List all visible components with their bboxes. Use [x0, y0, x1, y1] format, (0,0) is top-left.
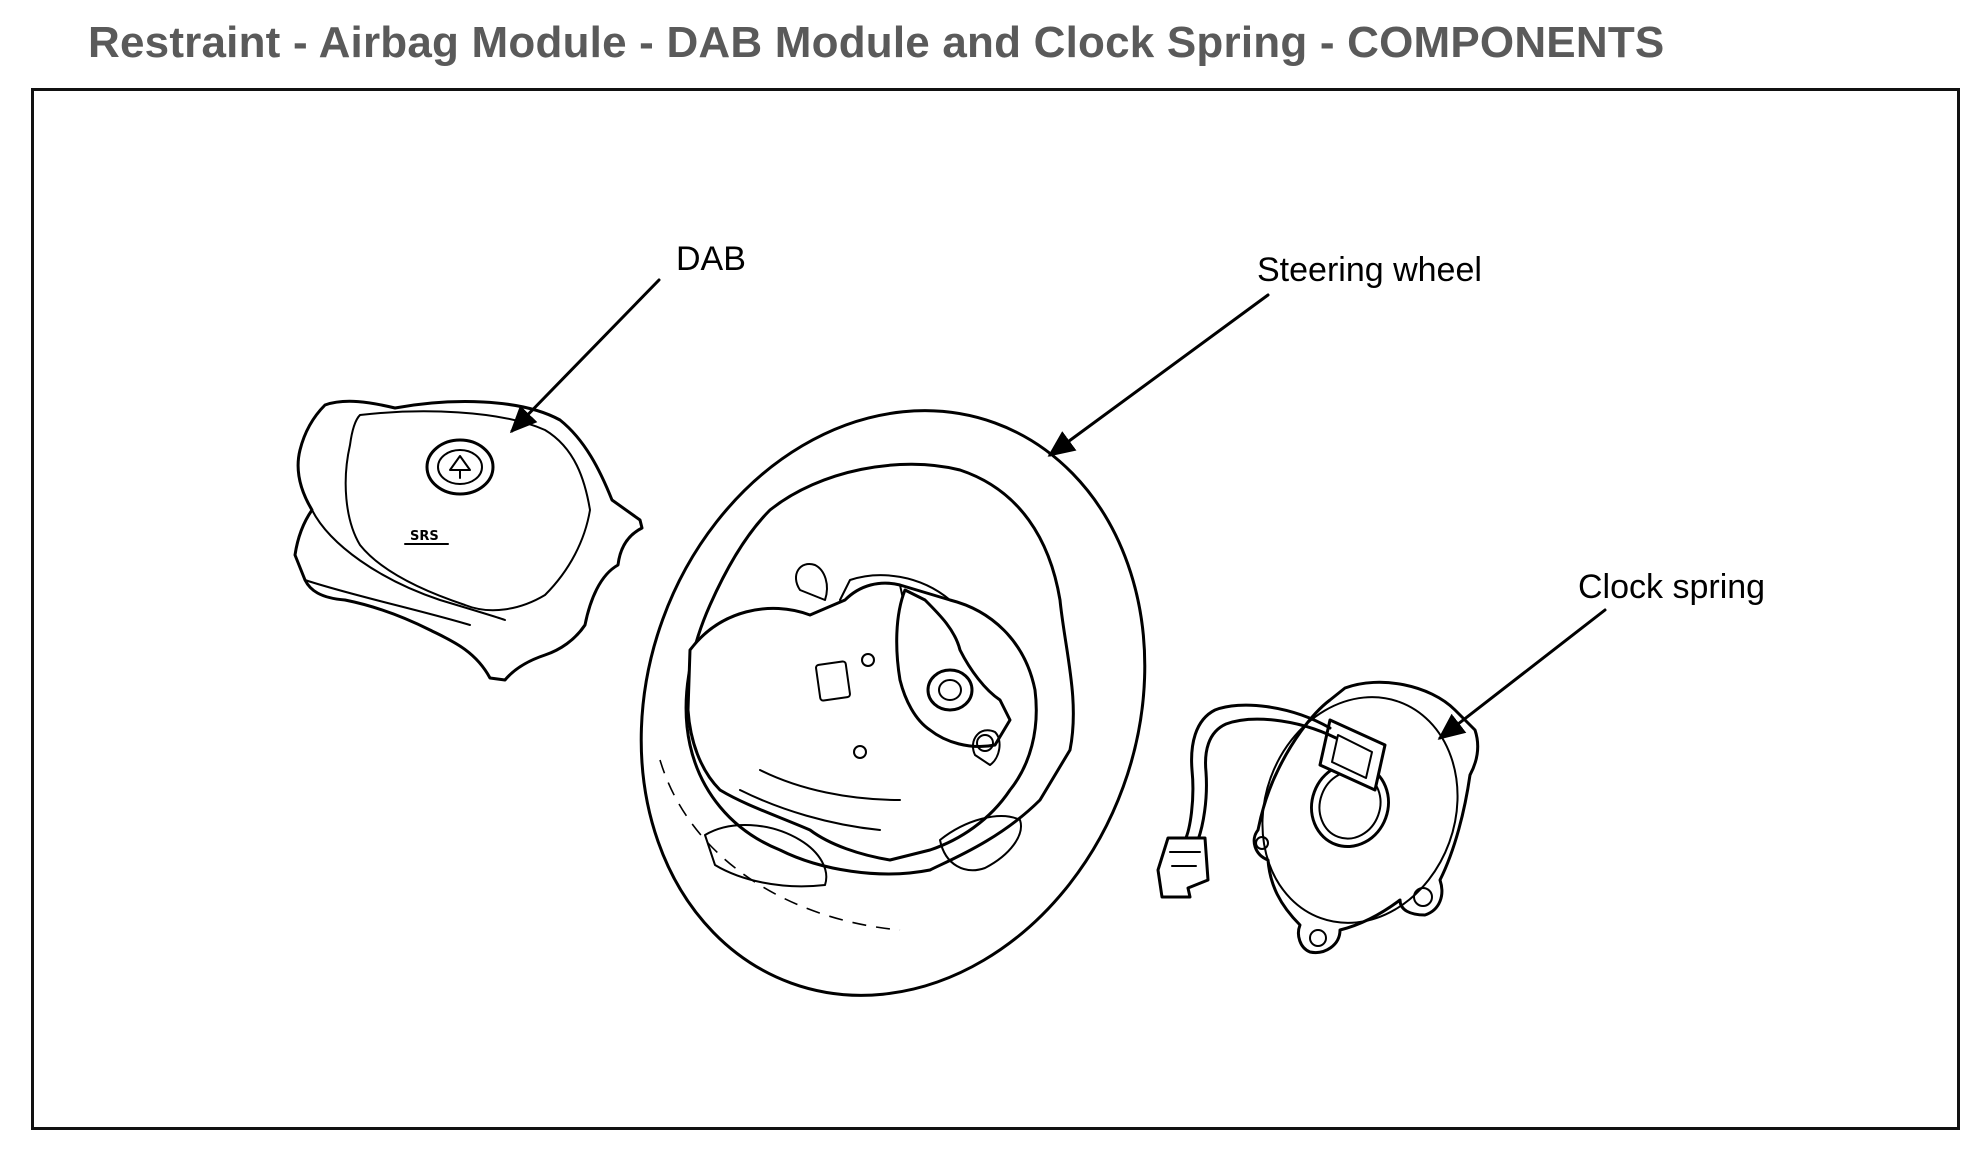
clock-spring-leader-arrow	[1437, 608, 1607, 740]
page-title: Restraint - Airbag Module - DAB Module a…	[88, 18, 1665, 67]
clock-spring-label: Clock spring	[1578, 568, 1765, 606]
airbag-srs-marking: SRS	[410, 529, 439, 544]
steering-wheel-illustration	[639, 409, 1147, 997]
dab-label: DAB	[676, 240, 746, 278]
clock-spring-illustration	[1156, 680, 1480, 955]
dab-leader-arrow	[509, 278, 661, 434]
steering-wheel-label: Steering wheel	[1257, 251, 1482, 289]
dab-module-illustration: SRS	[293, 399, 644, 682]
steering-wheel-leader-arrow	[1047, 293, 1270, 457]
